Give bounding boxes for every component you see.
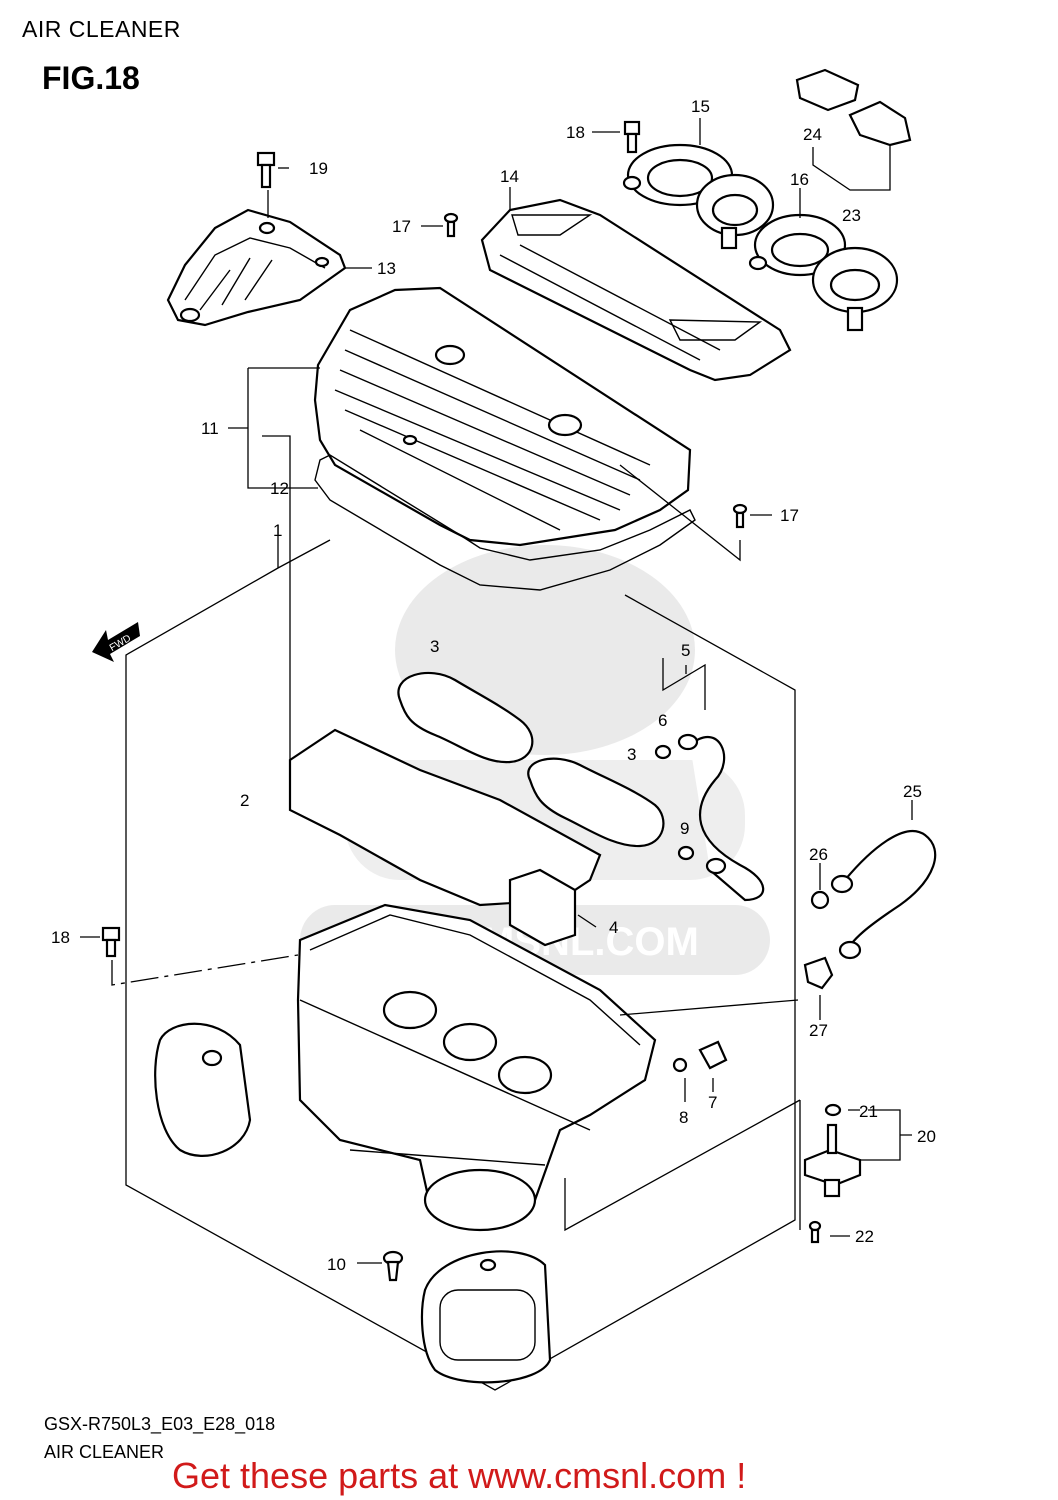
- intake-duct: [154, 1022, 252, 1157]
- bolt-19: [256, 151, 276, 189]
- top-cover-14: [480, 198, 792, 382]
- screw-22: [808, 1220, 822, 1244]
- connector-23: [848, 100, 912, 147]
- cap-7: [698, 1040, 728, 1070]
- clip-26: [810, 890, 830, 910]
- callout-18a: 18: [566, 123, 585, 142]
- callout-17b: 17: [780, 506, 799, 525]
- section-title: AIR CLEANER: [22, 16, 181, 42]
- clamp-27: [803, 956, 834, 990]
- footer-caption: AIR CLEANER: [44, 1442, 165, 1462]
- lower-duct: [420, 1250, 552, 1384]
- screw-17-right: [732, 503, 748, 529]
- callout-7: 7: [708, 1093, 717, 1112]
- callout-25: 25: [903, 782, 922, 801]
- screw-17-top: [443, 212, 459, 238]
- clip-10: [382, 1250, 404, 1282]
- funnel-16: [748, 213, 899, 332]
- callout-2: 2: [240, 791, 249, 810]
- callout-6: 6: [658, 711, 667, 730]
- gasket-3a: [397, 671, 534, 764]
- callout-8: 8: [679, 1108, 688, 1127]
- callout-27: 27: [809, 1021, 828, 1040]
- callout-20: 20: [917, 1127, 936, 1146]
- callout-19: 19: [309, 159, 328, 178]
- o-ring-21: [824, 1103, 842, 1117]
- fwd-arrow-icon: FWD: [92, 622, 140, 662]
- callout-16: 16: [790, 170, 809, 189]
- cap-24: [795, 68, 860, 112]
- model-code: GSX-R750L3_E03_E28_018: [44, 1414, 276, 1434]
- hose-5: [689, 736, 765, 902]
- callout-4: 4: [609, 918, 618, 937]
- cover-13: [166, 208, 347, 327]
- callout-1: 1: [273, 521, 282, 540]
- callout-10: 10: [327, 1255, 346, 1274]
- clip-8: [672, 1057, 688, 1073]
- callout-13: 13: [377, 259, 396, 278]
- callout-5: 5: [681, 641, 690, 660]
- bolt-18-left: [101, 926, 121, 958]
- callout-18b: 18: [51, 928, 70, 947]
- gasket-3b: [527, 757, 665, 848]
- callout-15: 15: [691, 97, 710, 116]
- callout-9: 9: [680, 819, 689, 838]
- callout-21: 21: [859, 1102, 878, 1121]
- block-4: [508, 868, 577, 947]
- callout-11: 11: [201, 419, 219, 438]
- callout-26: 26: [809, 845, 828, 864]
- clip-6: [654, 744, 672, 760]
- figure-label: FIG.18: [42, 60, 140, 96]
- fwd-label: FWD: [108, 633, 133, 654]
- callout-24: 24: [803, 125, 822, 144]
- promo-link[interactable]: Get these parts at www.cmsnl.com !: [172, 1455, 747, 1496]
- callout-17a: 17: [392, 217, 411, 236]
- callout-14: 14: [500, 167, 519, 186]
- hose-25: [843, 829, 937, 956]
- bolt-18-top: [623, 120, 641, 154]
- callout-23: 23: [842, 206, 861, 225]
- callout-22: 22: [855, 1227, 874, 1246]
- funnel-15: [622, 143, 775, 250]
- callout-12: 12: [270, 479, 289, 498]
- cap-gasket-12: [314, 454, 696, 591]
- callout-3a: 3: [430, 637, 439, 656]
- callout-3b: 3: [627, 745, 636, 764]
- clip-9: [677, 845, 695, 861]
